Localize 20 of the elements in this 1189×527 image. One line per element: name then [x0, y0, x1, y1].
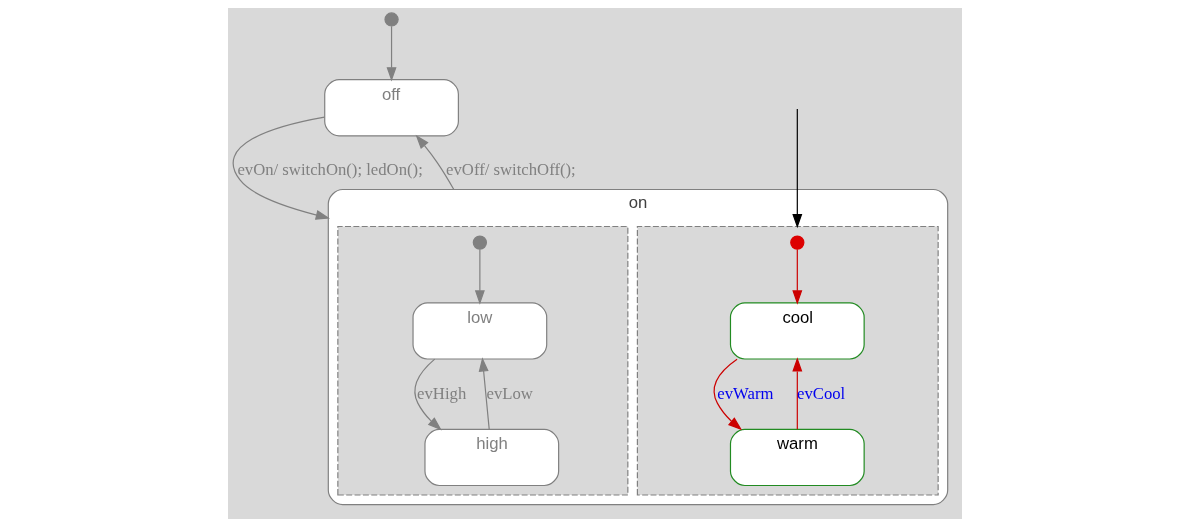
node-circle — [383, 12, 399, 27]
node-circle — [789, 235, 804, 250]
edge-label: evWarm — [716, 383, 773, 403]
arrow — [415, 134, 454, 191]
edge-label: evOff/ switchOff(); — [445, 160, 576, 180]
cluster — [336, 225, 628, 496]
arrow — [791, 248, 802, 305]
arrow — [791, 108, 802, 229]
arrow — [386, 25, 397, 82]
edge-label: evOn/ switchOn(); ledOn(); — [236, 160, 423, 180]
arrow — [791, 357, 802, 430]
edge-label: evHigh — [416, 383, 466, 403]
arrow — [232, 116, 330, 220]
node-circle — [472, 235, 487, 250]
cluster — [636, 225, 939, 496]
arrow — [413, 358, 442, 431]
arrow — [713, 358, 742, 431]
arrow — [478, 357, 490, 430]
edge-label: evLow — [486, 383, 533, 403]
arrow — [474, 248, 485, 305]
